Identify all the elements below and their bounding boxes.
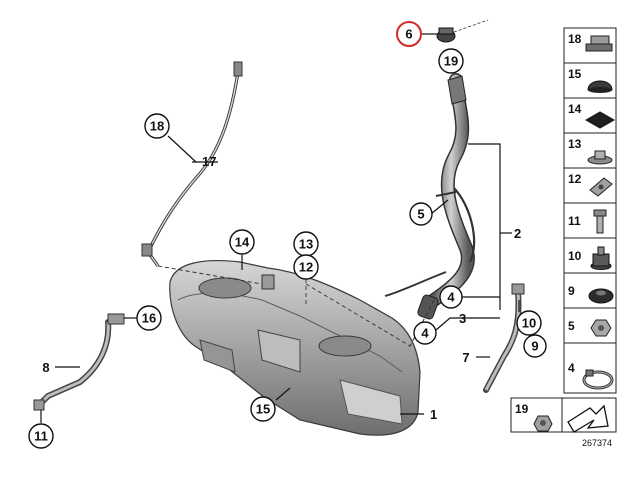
svg-text:9: 9 (531, 339, 538, 354)
parts-legend-sidebar: 18 15 14 13 (510, 27, 617, 448)
legend-item-12[interactable]: 12 (563, 167, 617, 204)
svg-text:10: 10 (522, 316, 536, 331)
svg-text:4: 4 (568, 361, 575, 375)
legend-item-5[interactable]: 5 (563, 307, 617, 344)
svg-text:5: 5 (568, 319, 575, 333)
callout-6-highlighted: 6 (396, 21, 422, 47)
svg-text:15: 15 (256, 402, 270, 417)
legend-item-19-and-arrow[interactable]: 19 (510, 397, 617, 433)
callout-8: 8 (42, 360, 49, 375)
svg-text:2: 2 (514, 226, 521, 241)
arrow-icon (567, 404, 609, 433)
svg-text:19: 19 (444, 54, 458, 69)
svg-text:13: 13 (568, 137, 582, 151)
svg-text:6: 6 (405, 27, 412, 42)
svg-text:17: 17 (202, 154, 216, 169)
rubber-buffer-icon (590, 246, 612, 270)
legend-item-15[interactable]: 15 (563, 62, 617, 99)
callout-2: 2 (514, 226, 521, 241)
svg-text:12: 12 (299, 260, 313, 275)
callout-18: 18 (144, 113, 170, 139)
bolt-icon (593, 209, 607, 234)
svg-text:18: 18 (568, 32, 582, 46)
callout-13: 13 (293, 231, 319, 257)
filler-pipe (384, 73, 476, 351)
svg-text:4: 4 (421, 326, 429, 341)
tank-strap-7 (483, 283, 525, 393)
callout-11: 11 (28, 423, 54, 449)
svg-text:5: 5 (417, 207, 424, 222)
fuel-line-17 (141, 61, 243, 267)
legend-item-14[interactable]: 14 (563, 97, 617, 134)
svg-text:1: 1 (430, 407, 437, 422)
rubber-cap-icon (587, 80, 613, 93)
svg-text:4: 4 (447, 290, 455, 305)
callout-10: 10 (516, 310, 542, 336)
callout-9: 9 (523, 334, 547, 358)
svg-text:10: 10 (568, 249, 582, 263)
callout-14: 14 (229, 229, 255, 255)
callout-12: 12 (293, 254, 319, 280)
filler-cap (436, 19, 489, 43)
hose-clamp-icon (582, 369, 614, 390)
pad-icon (584, 111, 616, 129)
svg-text:8: 8 (42, 360, 49, 375)
callout-5: 5 (409, 202, 433, 226)
svg-text:19: 19 (515, 402, 529, 416)
callout-4-upper: 4 (439, 285, 463, 309)
collar-nut-icon (533, 415, 553, 432)
svg-text:14: 14 (235, 235, 250, 250)
callout-3: 3 (459, 311, 466, 326)
callout-16: 16 (136, 305, 162, 331)
svg-text:11: 11 (568, 214, 581, 228)
flange-nut-icon (587, 150, 613, 165)
svg-text:18: 18 (150, 119, 164, 134)
legend-item-10[interactable]: 10 (563, 237, 617, 274)
legend-item-18[interactable]: 18 (563, 27, 617, 64)
clip-icon (585, 35, 613, 52)
callout-19-top: 19 (438, 48, 464, 74)
tank-strap-8 (33, 313, 125, 411)
callout-dash-13-12 (305, 272, 411, 347)
hex-nut-icon (590, 319, 612, 337)
legend-item-11[interactable]: 11 (563, 202, 617, 239)
callout-4-lower: 4 (413, 321, 437, 345)
svg-text:12: 12 (568, 172, 582, 186)
svg-text:11: 11 (34, 429, 48, 444)
callout-1: 1 (430, 407, 437, 422)
legend-item-4[interactable]: 4 (563, 342, 617, 394)
legend-item-9[interactable]: 9 (563, 272, 617, 309)
leader-lines (40, 33, 520, 423)
callout-7: 7 (462, 350, 469, 365)
callout-15: 15 (250, 396, 276, 422)
grommet-icon (588, 288, 614, 304)
svg-text:16: 16 (142, 311, 156, 326)
legend-item-13[interactable]: 13 (563, 132, 617, 169)
svg-text:13: 13 (299, 237, 313, 252)
svg-text:9: 9 (568, 284, 575, 298)
svg-text:7: 7 (462, 350, 469, 365)
svg-text:15: 15 (568, 67, 582, 81)
callout-17: 17 (202, 154, 216, 169)
fuel-tank (169, 260, 421, 436)
svg-text:14: 14 (568, 102, 582, 116)
svg-text:3: 3 (459, 311, 466, 326)
speed-nut-icon (589, 177, 613, 197)
highlight-ring (396, 21, 422, 47)
catalog-number: 267374 (582, 438, 612, 448)
